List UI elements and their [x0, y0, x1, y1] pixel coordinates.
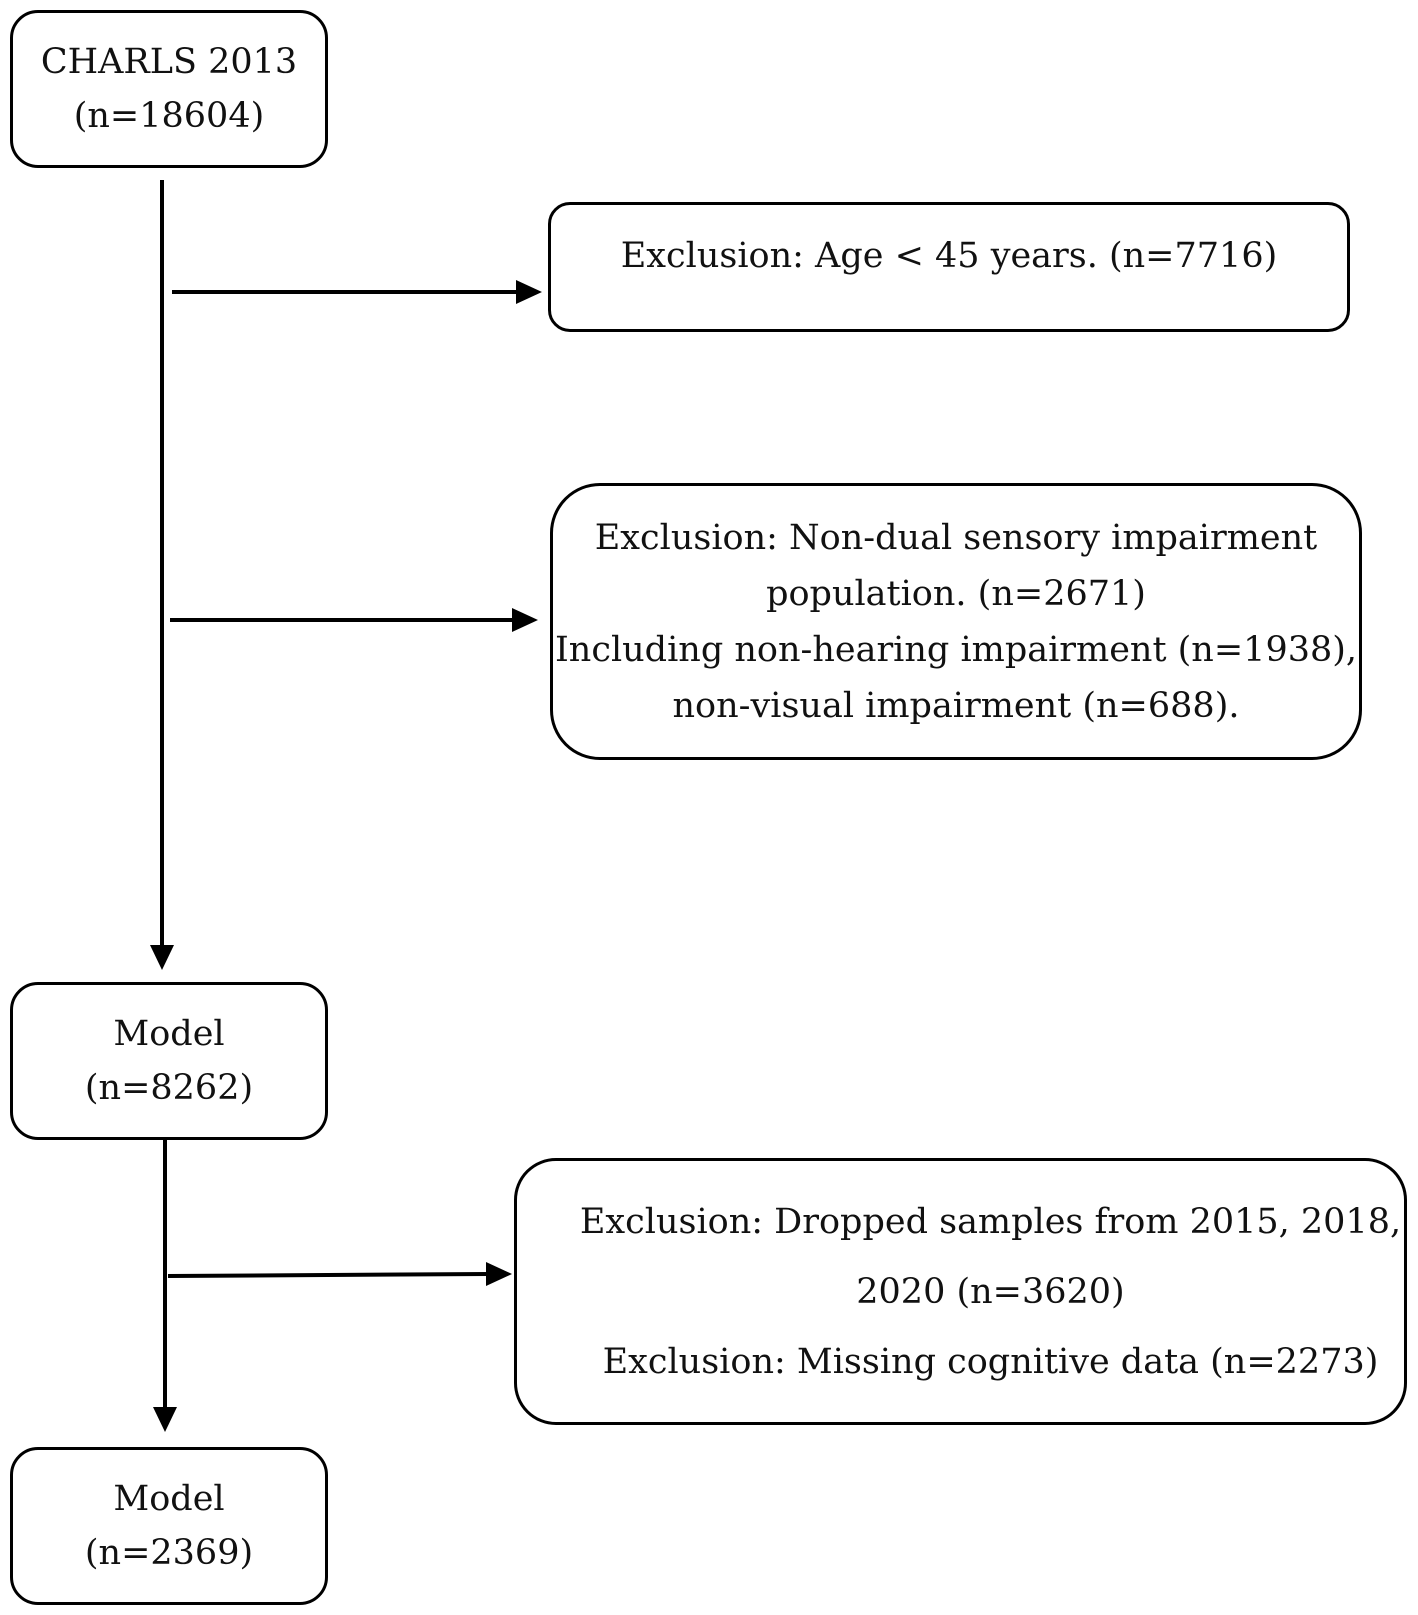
exclusion-age-node: Exclusion: Age < 45 years. (n=7716): [548, 202, 1350, 332]
model-1-count: (n=8262): [84, 1068, 254, 1108]
exclusion-dropped-node: Exclusion: Dropped samples from 2015, 20…: [514, 1158, 1407, 1425]
exclusion-sensory-line-4: non-visual impairment (n=688).: [672, 685, 1240, 726]
model-node-2: Model (n=2369): [10, 1447, 328, 1605]
arrowhead-exclusion-dropped: [486, 1262, 512, 1286]
model-node-1: Model (n=8262): [10, 982, 328, 1140]
start-node-charls-2013: CHARLS 2013 (n=18604): [10, 10, 328, 168]
arrowhead-exclusion-sensory: [512, 608, 538, 632]
exclusion-dropped-line-2: 2020 (n=3620): [856, 1271, 1125, 1312]
exclusion-sensory-node: Exclusion: Non-dual sensory impairment p…: [550, 483, 1362, 760]
model-2-count: (n=2369): [84, 1533, 254, 1573]
exclusion-sensory-line-3: Including non-hearing impairment (n=1938…: [554, 629, 1358, 670]
edge-model-1-to-exclusion-dropped: [167, 1272, 489, 1278]
model-1-title: Model: [113, 1013, 225, 1054]
exclusion-missing-cognitive-line: Exclusion: Missing cognitive data (n=227…: [602, 1341, 1379, 1382]
arrowhead-model-2: [153, 1407, 177, 1432]
start-node-count: (n=18604): [73, 96, 265, 136]
arrowhead-model-1: [150, 945, 174, 970]
exclusion-dropped-line-1: Exclusion: Dropped samples from 2015, 20…: [579, 1201, 1402, 1242]
arrowhead-exclusion-age: [516, 280, 542, 304]
exclusion-sensory-line-1: Exclusion: Non-dual sensory impairment: [594, 517, 1318, 558]
exclusion-age-text: Exclusion: Age < 45 years. (n=7716): [620, 236, 1278, 276]
exclusion-sensory-line-2: population. (n=2671): [766, 573, 1146, 614]
model-2-title: Model: [113, 1478, 225, 1519]
start-node-title: CHARLS 2013: [40, 41, 298, 82]
